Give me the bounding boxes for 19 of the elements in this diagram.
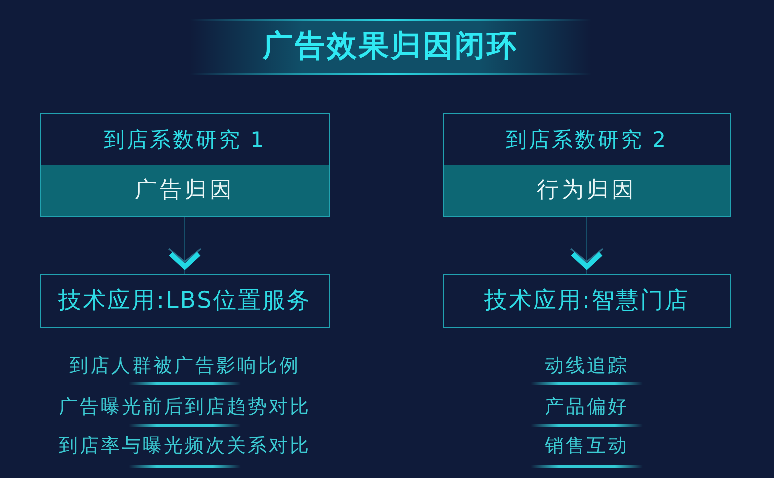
chevron-arrow [166, 216, 204, 274]
band-text: 广告归因 [135, 176, 235, 204]
box-text: 技术应用:LBS位置服务 [58, 287, 312, 315]
list-item-text: 到店率与曝光频次关系对比 [59, 434, 311, 458]
list-item-text: 动线追踪 [545, 354, 629, 378]
list-item-text: 产品偏好 [545, 395, 629, 419]
application-box [443, 274, 731, 328]
card-heading: 到店系数研究 1 [104, 126, 266, 154]
list-item-text: 销售互动 [545, 434, 629, 458]
list-item-text: 广告曝光前后到店趋势对比 [59, 395, 311, 419]
application-box [40, 274, 330, 328]
research-card [40, 113, 330, 217]
band-text: 行为归因 [537, 176, 637, 204]
chevron-arrow [568, 216, 606, 274]
list-item-text: 到店人群被广告影响比例 [70, 354, 300, 378]
box-text: 技术应用:智慧门店 [484, 287, 690, 315]
research-card [443, 113, 731, 217]
title-text: 广告效果归因闭环 [263, 29, 519, 65]
card-heading: 到店系数研究 2 [506, 126, 668, 154]
